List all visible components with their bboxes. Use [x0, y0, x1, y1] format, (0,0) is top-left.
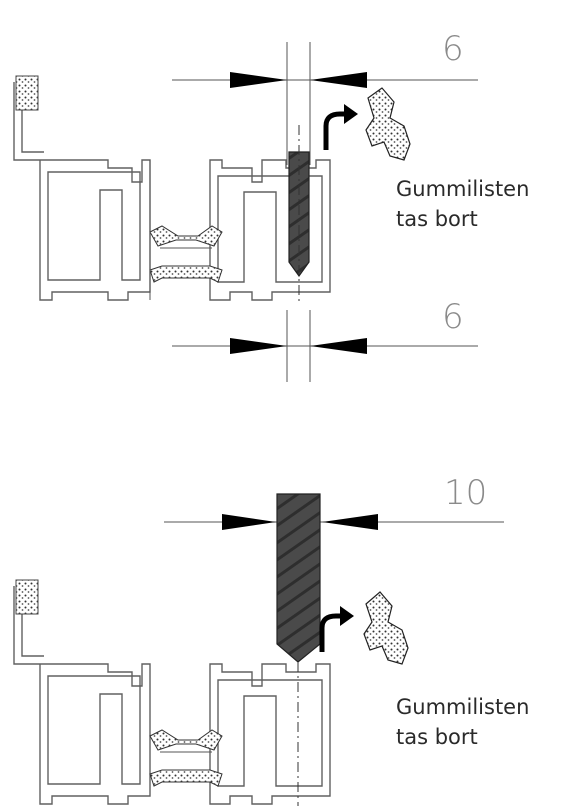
note-gummilisten-line2: tas bort — [396, 207, 478, 231]
dimension-label-6-bottom: 6 — [442, 297, 464, 337]
drill-bit-small — [288, 125, 310, 305]
removal-arrow — [319, 606, 354, 652]
top-dimension-upper: 6 — [172, 29, 478, 165]
rubber-strip-gasket — [363, 591, 409, 665]
note-gummilisten-line2: tas bort — [396, 725, 478, 749]
note-gummilisten-line1: Gummilisten — [396, 177, 529, 201]
dimension-label-10: 10 — [444, 473, 487, 513]
window-profile-top — [13, 75, 331, 301]
removal-arrow — [323, 104, 358, 150]
dimension-arrow-right — [322, 514, 378, 530]
dimension-arrow-right — [310, 72, 367, 88]
top-dimension-lower: 6 — [172, 297, 478, 382]
drill-bit-large — [276, 493, 321, 806]
bottom-panel: 10 Gummilisten — [13, 473, 529, 806]
dimension-label-6-top: 6 — [442, 29, 464, 69]
top-panel: 6 6 — [13, 29, 529, 382]
dimension-arrow-left — [230, 72, 287, 88]
window-profile-bottom — [13, 579, 331, 805]
dimension-arrow-left — [222, 514, 276, 530]
dimension-arrow-right — [310, 338, 367, 354]
note-gummilisten-line1: Gummilisten — [396, 695, 529, 719]
bottom-dimension: 10 — [164, 473, 504, 530]
rubber-strip-gasket — [365, 87, 411, 161]
dimension-arrow-left — [230, 338, 287, 354]
